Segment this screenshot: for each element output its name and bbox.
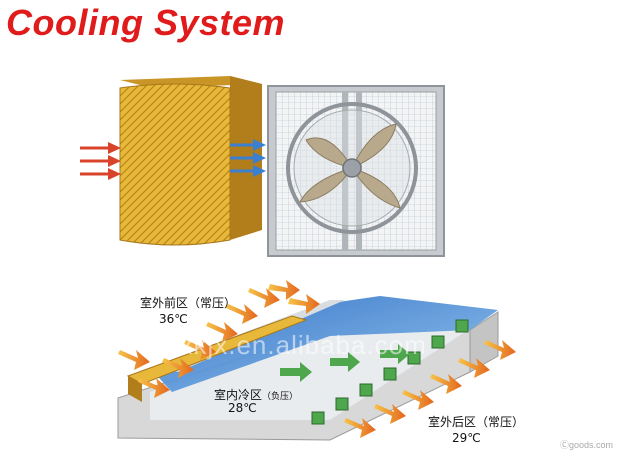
arrow-icon xyxy=(230,165,266,177)
airflow-in-arrows xyxy=(80,142,121,180)
arrow-icon xyxy=(80,155,121,167)
watermark: qzxkjx.en.alibaba.com xyxy=(150,330,427,360)
cooled-air-arrows xyxy=(230,139,266,177)
greenhouse-diagram xyxy=(117,296,499,441)
indoor-cool-note: （负压） xyxy=(262,392,299,402)
exhaust-air-arrows xyxy=(344,340,516,438)
outdoor-front-temp: 36℃ xyxy=(159,312,188,326)
arrow-icon xyxy=(80,142,121,154)
indoor-cool-label-text: 室内冷区 xyxy=(214,388,263,402)
arrow-icon xyxy=(230,139,266,151)
arrow-icon xyxy=(230,152,266,164)
indoor-cool-label: 室内冷区（负压） xyxy=(214,386,298,403)
hot-air-arrows xyxy=(118,280,320,398)
outdoor-front-label: 室外前区（常压） xyxy=(140,296,237,310)
fan-icon xyxy=(267,85,445,257)
corner-watermark: Ⓒgoods.com xyxy=(559,440,613,450)
arrow-icon xyxy=(80,168,121,180)
outdoor-back-temp: 29℃ xyxy=(452,431,481,445)
indoor-cool-temp: 28℃ xyxy=(228,401,257,415)
cooling-pad-icon xyxy=(119,76,262,246)
outdoor-back-label: 室外后区（常压） xyxy=(428,415,525,429)
page-title: Cooling System xyxy=(6,2,286,43)
